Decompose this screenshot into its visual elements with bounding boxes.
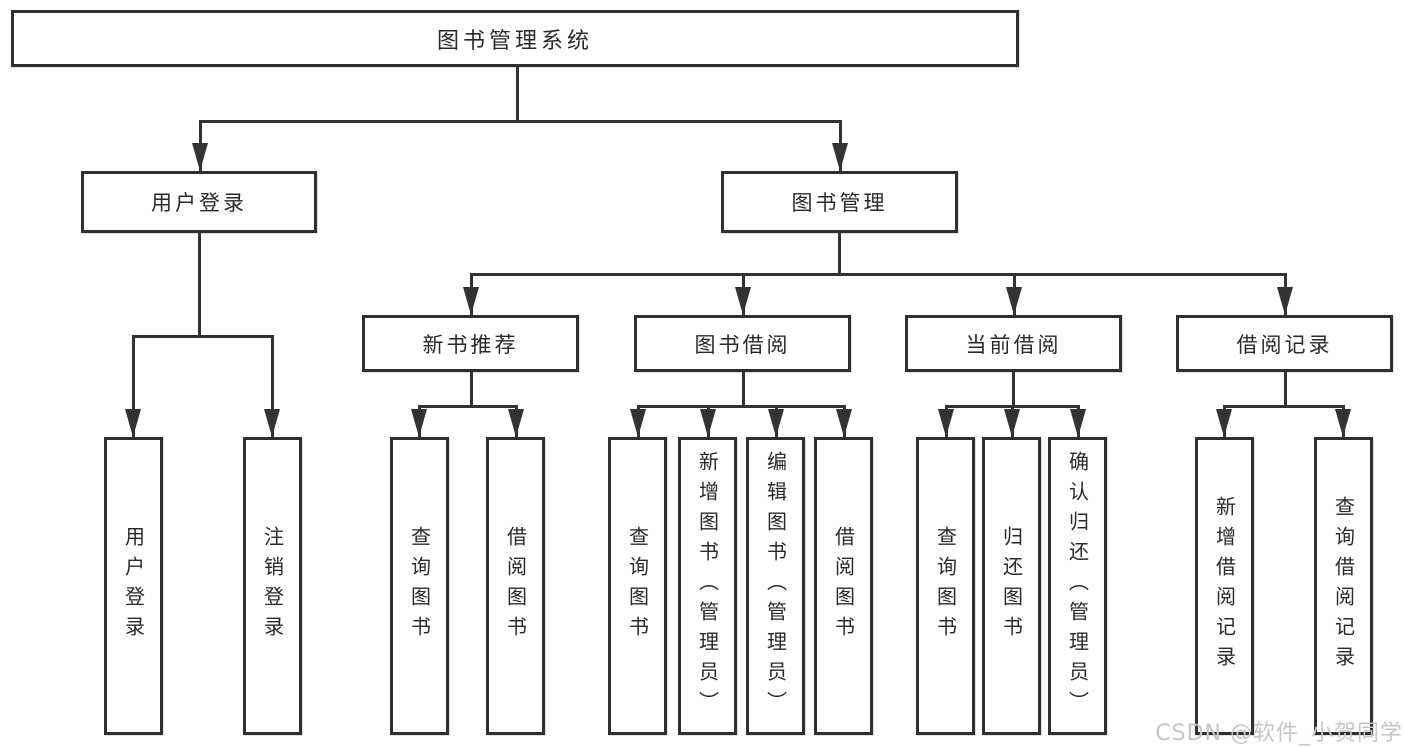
connector-root-drop [516, 67, 519, 123]
connector-borrow-record-drop [1284, 372, 1287, 408]
arrow-down-icon [700, 409, 716, 437]
node-book-borrow: 图书借阅 [634, 315, 851, 372]
node-current-borrow-label: 当前借阅 [965, 332, 1062, 357]
leaf-query-book-1-label: 查询图书 [407, 526, 432, 646]
connector-book-management-rail [470, 273, 1287, 276]
arrow-down-icon [836, 409, 852, 437]
arrow-down-icon [125, 409, 141, 437]
node-borrow-record-label: 借阅记录 [1236, 332, 1333, 357]
leaf-logout: 注销登录 [243, 437, 302, 735]
leaf-borrow-book-1: 借阅图书 [486, 437, 545, 735]
node-book-borrow-label: 图书借阅 [694, 332, 791, 357]
arrow-down-icon [264, 409, 280, 437]
node-book-management-label: 图书管理 [791, 191, 888, 215]
leaf-return-book: 归还图书 [982, 437, 1041, 735]
connector-current-borrow-drop [1012, 372, 1015, 408]
leaf-borrow-book-2-label: 借阅图书 [831, 526, 856, 646]
leaf-add-book-admin: 新增图书（管理员） [678, 437, 737, 735]
leaf-return-book-label: 归还图书 [999, 526, 1024, 646]
arrow-down-icon [1335, 409, 1351, 437]
arrow-down-icon [1216, 409, 1232, 437]
arrow-down-icon [411, 409, 427, 437]
leaf-query-borrow-record: 查询借阅记录 [1314, 437, 1373, 735]
arrow-down-icon [1277, 287, 1293, 315]
leaf-query-book-1: 查询图书 [390, 437, 449, 735]
leaf-edit-book-admin-label: 编辑图书（管理员） [763, 451, 788, 721]
connector-book-management-drop [838, 233, 841, 275]
arrow-down-icon [832, 143, 848, 171]
arrow-down-icon [735, 287, 751, 315]
node-new-book-recommend: 新书推荐 [362, 315, 579, 372]
arrow-down-icon [768, 409, 784, 437]
leaf-user-login: 用户登录 [104, 437, 163, 735]
leaf-add-book-admin-label: 新增图书（管理员） [695, 451, 720, 721]
connector-book-borrow-drop [742, 372, 745, 408]
arrow-down-icon [1004, 409, 1020, 437]
connector-user-login-rail [132, 335, 274, 338]
node-user-login: 用户登录 [81, 171, 317, 233]
connector-stem-leaf-user-login [132, 335, 135, 437]
leaf-user-login-label: 用户登录 [121, 526, 146, 646]
leaf-edit-book-admin: 编辑图书（管理员） [746, 437, 805, 735]
connector-new-book-recommend-drop [470, 372, 473, 408]
node-current-borrow: 当前借阅 [905, 315, 1122, 372]
node-new-book-recommend-label: 新书推荐 [422, 332, 519, 357]
leaf-confirm-return-admin-label: 确认归还（管理员） [1065, 451, 1090, 721]
arrow-down-icon [508, 409, 524, 437]
arrow-down-icon [1006, 287, 1022, 315]
node-root-label: 图书管理系统 [436, 28, 593, 54]
node-book-management: 图书管理 [721, 171, 958, 233]
watermark: CSDN @软件_小贺同学 [1155, 721, 1403, 746]
connector-root-rail [199, 120, 842, 123]
arrow-down-icon [463, 287, 479, 315]
leaf-logout-label: 注销登录 [260, 526, 285, 646]
connector-borrow-record-rail [1223, 405, 1345, 408]
connector-book-borrow-rail [637, 405, 846, 408]
leaf-confirm-return-admin: 确认归还（管理员） [1048, 437, 1107, 735]
leaf-query-book-2: 查询图书 [608, 437, 667, 735]
leaf-borrow-book-2: 借阅图书 [814, 437, 873, 735]
leaf-query-book-3: 查询图书 [916, 437, 975, 735]
leaf-add-borrow-record: 新增借阅记录 [1195, 437, 1254, 735]
connector-new-book-recommend-rail [418, 405, 518, 408]
node-borrow-record: 借阅记录 [1176, 315, 1393, 372]
arrow-down-icon [192, 143, 208, 171]
arrow-down-icon [938, 409, 954, 437]
arrow-down-icon [1070, 409, 1086, 437]
leaf-query-book-2-label: 查询图书 [625, 526, 650, 646]
arrow-down-icon [630, 409, 646, 437]
node-user-login-label: 用户登录 [151, 191, 247, 215]
leaf-add-borrow-record-label: 新增借阅记录 [1212, 496, 1237, 676]
connector-stem-leaf-logout [271, 335, 274, 437]
leaf-borrow-book-1-label: 借阅图书 [503, 526, 528, 646]
leaf-query-book-3-label: 查询图书 [933, 526, 958, 646]
leaf-query-borrow-record-label: 查询借阅记录 [1331, 496, 1356, 676]
node-root: 图书管理系统 [11, 10, 1019, 67]
connector-user-login-drop [198, 233, 201, 337]
